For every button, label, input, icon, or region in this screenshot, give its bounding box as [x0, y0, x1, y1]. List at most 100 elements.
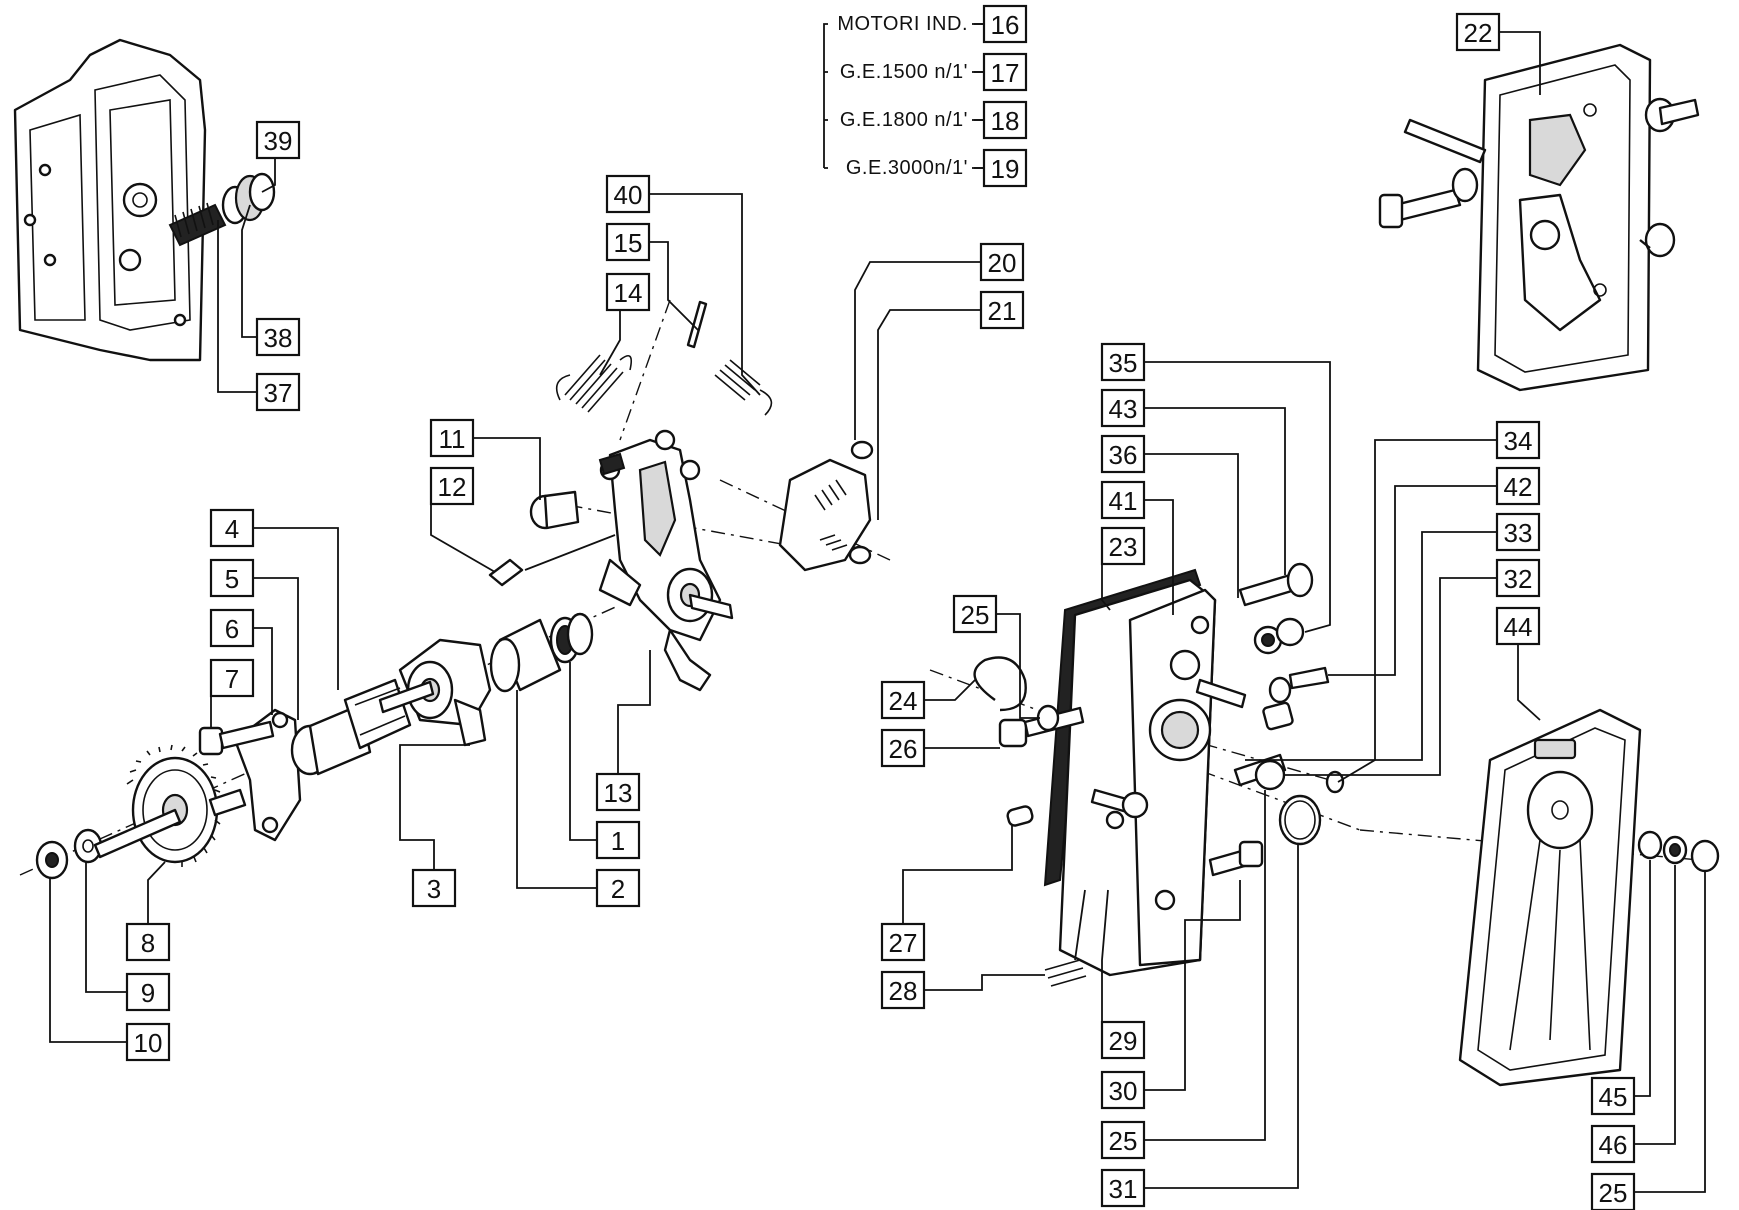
governor-lever-assembly — [488, 299, 871, 692]
callout-n41: 41 — [1100, 480, 1146, 520]
leader-line-n15 — [649, 241, 699, 331]
callout-box — [1495, 558, 1541, 598]
callout-box — [255, 317, 301, 357]
callout-n37: 37 — [255, 372, 301, 412]
leader-line-n5 — [253, 577, 299, 720]
leader-line-n38 — [241, 204, 257, 338]
callout-box — [411, 868, 457, 908]
leader-line-n21 — [877, 309, 981, 520]
callout-number: 46 — [1599, 1130, 1628, 1160]
callout-n10: 10 — [125, 1022, 171, 1062]
leader-line-n33 — [1245, 531, 1497, 761]
callout-box — [605, 174, 651, 214]
callout-number: 43 — [1109, 394, 1138, 424]
leader-line-n25c — [1634, 872, 1706, 1193]
callout-number: 20 — [988, 248, 1017, 278]
callout-number: 27 — [889, 928, 918, 958]
leader-line-n34 — [1337, 439, 1497, 783]
callout-n9: 9 — [125, 972, 171, 1012]
callout-number: 29 — [1109, 1026, 1138, 1056]
callout-n3: 3 — [411, 868, 457, 908]
callout-number: 14 — [614, 278, 643, 308]
callout-number: 22 — [1464, 18, 1493, 48]
callout-number: 28 — [889, 976, 918, 1006]
leader-line-n4 — [253, 527, 339, 690]
callout-number: 25 — [1109, 1126, 1138, 1156]
assembled-cover-inset — [1378, 43, 1700, 392]
leader-lines — [49, 23, 1706, 1193]
callout-n36: 36 — [1100, 434, 1146, 474]
callout-box — [595, 820, 641, 860]
callout-box — [125, 922, 171, 962]
callout-n5: 5 — [209, 558, 255, 598]
callout-n17: 17 — [982, 52, 1028, 92]
callout-n28: 28 — [880, 970, 926, 1010]
leader-line-n28 — [924, 974, 1045, 991]
gear — [126, 744, 222, 867]
leader-line-n42 — [1328, 485, 1497, 676]
leader-line-n10 — [49, 878, 127, 1043]
callout-n20: 20 — [979, 242, 1025, 282]
leader-line-n13 — [617, 650, 651, 774]
callout-number: 34 — [1504, 426, 1533, 456]
leader-line-n9 — [85, 862, 127, 993]
callout-number: 18 — [991, 106, 1020, 136]
callout-number: 30 — [1109, 1076, 1138, 1106]
leader-line-n31 — [1144, 845, 1299, 1189]
spring-screw — [174, 202, 214, 238]
callout-n35: 35 — [1100, 342, 1146, 382]
callout-box — [1590, 1124, 1636, 1164]
callout-n2: 2 — [595, 868, 641, 908]
callout-number: 16 — [991, 10, 1020, 40]
spring-40 — [714, 359, 773, 416]
callout-n30: 30 — [1100, 1070, 1146, 1110]
variant-list: MOTORI IND.G.E.1500 n/1'G.E.1800 n/1'G.E… — [828, 12, 984, 180]
leader-line-n36 — [1144, 453, 1239, 598]
leader-line-n16 — [823, 23, 984, 168]
callout-number: 42 — [1504, 472, 1533, 502]
callout-box — [1100, 1070, 1146, 1110]
callout-n45: 45 — [1590, 1076, 1636, 1116]
callout-number: 25 — [1599, 1178, 1628, 1208]
leader-line-n35 — [1144, 361, 1331, 633]
callout-number: 41 — [1109, 486, 1138, 516]
leader-line-n20 — [854, 261, 981, 440]
leader-line-n25a — [996, 613, 1040, 719]
callout-n25b: 25 — [1100, 1120, 1146, 1160]
callout-box — [209, 558, 255, 598]
callout-number: 38 — [264, 323, 293, 353]
leader-line-n3 — [399, 744, 470, 870]
callout-number: 1 — [611, 826, 625, 856]
leader-line-n44 — [1517, 644, 1541, 721]
callout-box — [1100, 1120, 1146, 1160]
leader-line-n22 — [1499, 31, 1541, 95]
leader-line-n27 — [902, 825, 1013, 924]
callout-box — [429, 418, 475, 458]
callout-n11: 11 — [429, 418, 475, 458]
callout-n44: 44 — [1495, 606, 1541, 646]
callout-n16: 16 — [982, 4, 1028, 44]
callout-box — [125, 1022, 171, 1062]
callout-box — [880, 728, 926, 768]
callout-number: 32 — [1504, 564, 1533, 594]
variant-label: G.E.1800 n/1' — [840, 109, 968, 131]
callout-n18: 18 — [982, 100, 1028, 140]
variant-label-bg — [828, 108, 974, 132]
callout-n12: 12 — [429, 466, 475, 506]
leader-line-n29 — [1101, 889, 1109, 1040]
variant-label: MOTORI IND. — [837, 13, 968, 35]
callout-n39: 39 — [255, 120, 301, 160]
callout-box — [605, 222, 651, 262]
leader-line-n8 — [147, 861, 166, 924]
callout-number: 19 — [991, 154, 1020, 184]
callout-number: 3 — [427, 874, 441, 904]
callout-number: 36 — [1109, 440, 1138, 470]
callout-n46: 46 — [1590, 1124, 1636, 1164]
engine-block-inset — [13, 38, 276, 362]
callout-number: 31 — [1109, 1174, 1138, 1204]
callout-number: 8 — [141, 928, 155, 958]
callout-number: 26 — [889, 734, 918, 764]
callout-n22: 22 — [1455, 12, 1501, 52]
callout-number: 24 — [889, 686, 918, 716]
callout-box — [952, 594, 998, 634]
